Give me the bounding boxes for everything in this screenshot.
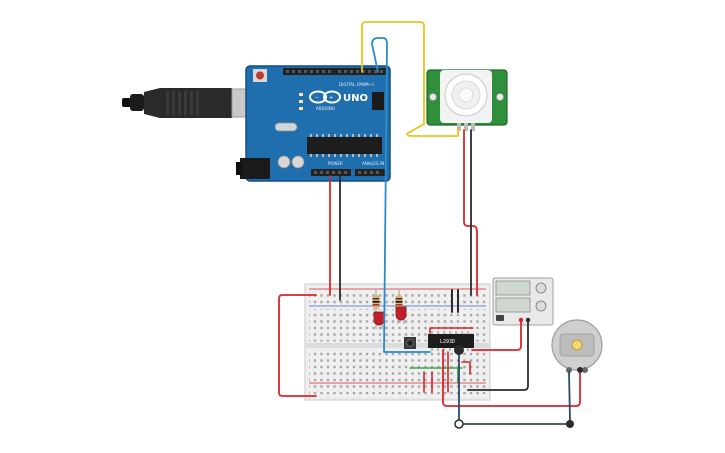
push-button[interactable] [404, 337, 416, 349]
board-sub-brand: ARDUINO [316, 106, 335, 111]
wire-yellow[interactable] [361, 21, 459, 137]
wire-red[interactable] [471, 321, 522, 351]
chip-label: L293D [440, 339, 455, 345]
motor-shaft [571, 339, 583, 351]
wire-red[interactable] [461, 361, 471, 375]
resistor-1[interactable] [372, 290, 380, 315]
capacitor [291, 155, 305, 169]
svg-text:+: + [329, 95, 333, 101]
pir-sensor[interactable] [426, 69, 508, 131]
digital-header-label: DIGITAL (PWM~) [339, 82, 374, 87]
current-display [495, 297, 531, 313]
power-header-label: POWER [328, 161, 343, 166]
wire-blue[interactable] [371, 37, 431, 353]
board-brand: UNO [343, 93, 368, 104]
arduino-logo: − + [309, 90, 341, 104]
led-2[interactable] [395, 306, 407, 324]
wire-red[interactable] [429, 327, 474, 334]
power-supply[interactable] [492, 277, 554, 326]
arduino-uno-board[interactable]: DIGITAL (PWM~) − + UNO ARDUINO [236, 65, 391, 182]
wire-terminals [454, 345, 583, 429]
analog-header-label: ANALOG IN [362, 161, 384, 166]
current-knob[interactable] [535, 300, 547, 312]
svg-text:−: − [315, 95, 319, 101]
wire-red[interactable] [278, 294, 317, 397]
l293d-chip[interactable]: L293D [428, 331, 474, 351]
reset-button[interactable] [256, 71, 264, 80]
led-1[interactable] [373, 311, 385, 329]
pir-pot[interactable] [429, 93, 437, 101]
power-jack [240, 158, 270, 179]
capacitor [277, 155, 291, 169]
voltage-knob[interactable] [535, 282, 547, 294]
wire-black[interactable] [467, 321, 529, 391]
atmega-chip [307, 134, 382, 157]
voltage-display [495, 280, 531, 296]
crystal [274, 122, 298, 132]
usb-cable [122, 88, 259, 118]
dc-motor[interactable] [551, 319, 603, 373]
digital-header [283, 68, 386, 75]
icsp-header [372, 92, 384, 110]
wire-red[interactable] [442, 349, 581, 407]
power-header [311, 169, 351, 176]
pir-pot[interactable] [496, 93, 504, 101]
power-switch[interactable] [496, 315, 504, 321]
